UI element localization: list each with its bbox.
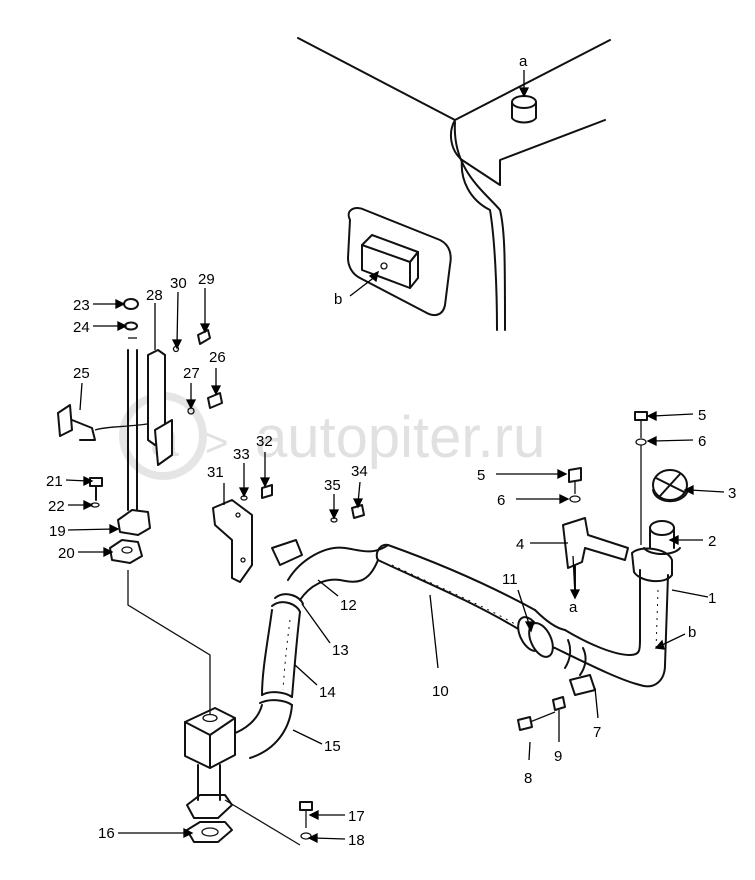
svg-text:>: >: [205, 421, 228, 465]
level-gauge-rod: [57, 298, 223, 715]
callout-32: 32: [256, 433, 273, 450]
callout-30: 30: [170, 275, 187, 292]
callout-25: 25: [73, 365, 90, 382]
callout-4: 4: [516, 536, 524, 553]
callout-21: 21: [46, 473, 63, 490]
callout-3: 3: [728, 485, 736, 502]
callout-b-mid: b: [688, 624, 696, 641]
callout-labels: a b 1 2 3 4 a 5 6 5 6 7 8 9 10 11 b 12 1…: [46, 53, 736, 849]
fuel-tank: [297, 37, 611, 331]
callout-16: 16: [98, 825, 115, 842]
callout-23: 23: [73, 297, 90, 314]
callout-7: 7: [593, 724, 601, 741]
callout-27: 27: [183, 365, 200, 382]
callout-6-upper: 6: [698, 433, 706, 450]
callout-b-top: b: [334, 291, 342, 308]
callout-1: 1: [708, 590, 716, 607]
callout-a-mid: a: [569, 599, 578, 616]
callout-13: 13: [332, 642, 349, 659]
lower-block-and-flange: [184, 707, 301, 846]
callout-6-lower: 6: [497, 492, 505, 509]
callout-17: 17: [348, 808, 365, 825]
callout-31: 31: [207, 464, 224, 481]
callout-5-lower: 5: [477, 467, 485, 484]
watermark-text: autopiter.ru: [255, 405, 545, 470]
callout-29: 29: [198, 271, 215, 288]
callout-10: 10: [432, 683, 449, 700]
callout-15: 15: [324, 738, 341, 755]
callout-2: 2: [708, 533, 716, 550]
callout-20: 20: [58, 545, 75, 562]
callout-14: 14: [319, 684, 336, 701]
callout-11: 11: [502, 571, 518, 588]
mounting-bracket: [212, 484, 365, 583]
callout-26: 26: [209, 349, 226, 366]
callout-5-upper: 5: [698, 407, 706, 424]
callout-8: 8: [524, 770, 532, 787]
callout-34: 34: [351, 463, 368, 480]
callout-33: 33: [233, 446, 250, 463]
filler-pipe-assembly: [229, 469, 689, 759]
right-fasteners: [299, 411, 648, 840]
callout-a-top: a: [519, 53, 528, 70]
callout-28: 28: [146, 287, 163, 304]
callout-22: 22: [48, 498, 65, 515]
callout-18: 18: [348, 832, 365, 849]
callout-12: 12: [340, 597, 357, 614]
callout-9: 9: [554, 748, 562, 765]
callout-35: 35: [324, 477, 341, 494]
callout-19: 19: [49, 523, 66, 540]
watermark: a > autopiter.ru: [119, 392, 545, 480]
callout-24: 24: [73, 319, 90, 336]
leader-lines: [65, 70, 725, 844]
